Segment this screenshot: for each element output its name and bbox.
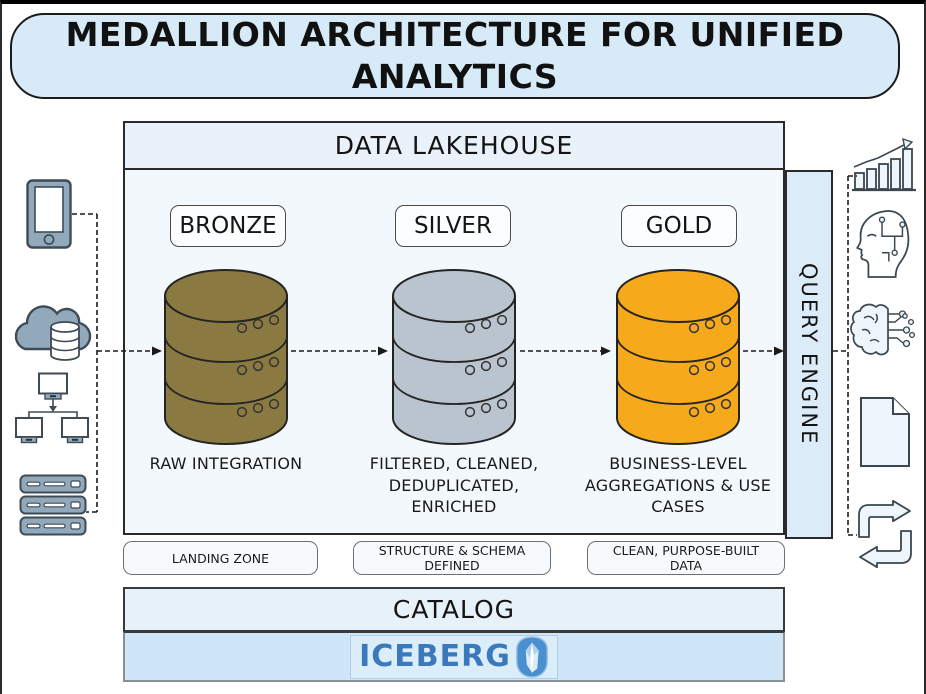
gold-description: BUSINESS-LEVEL AGGREGATIONS & USE CASES (584, 454, 772, 517)
page-title: MEDALLION ARCHITECTURE FOR UNIFIED ANALY… (65, 14, 845, 96)
bronze-label: BRONZE (170, 205, 286, 247)
tablet-icon (26, 179, 72, 249)
query-engine-bar: QUERY ENGINE (785, 170, 833, 539)
silver-description: FILTERED, CLEANED, DEDUPLICATED, ENRICHE… (369, 454, 539, 517)
computer-network-icon (14, 372, 90, 454)
gold-database-cylinder (614, 266, 742, 448)
query-engine-label: QUERY ENGINE (797, 263, 821, 446)
bar-chart-growth-icon (852, 137, 916, 195)
bronze-description: RAW INTEGRATION (149, 454, 303, 473)
silver-database-cylinder (390, 266, 518, 448)
silver-label: SILVER (395, 205, 511, 247)
iceberg-logo: ICEBERG (350, 634, 558, 679)
machine-learning-brain-icon (850, 300, 918, 360)
title-banner: MEDALLION ARCHITECTURE FOR UNIFIED ANALY… (10, 13, 900, 99)
catalog-bar: CATALOG (123, 587, 785, 632)
gold-label: GOLD (621, 205, 737, 247)
catalog-engine-bar: ICEBERG (123, 632, 785, 682)
structure-schema-pill: STRUCTURE & SCHEMA DEFINED (353, 541, 551, 575)
landing-zone-pill: LANDING ZONE (123, 541, 318, 575)
cloud-database-icon (9, 287, 93, 363)
sources-to-lakehouse-connector (72, 213, 98, 513)
server-stack-icon (19, 474, 87, 538)
document-icon (859, 396, 911, 468)
ai-head-icon (851, 209, 915, 279)
data-lakehouse-header: DATA LAKEHOUSE (125, 123, 783, 170)
iceberg-wordmark: ICEBERG (359, 639, 511, 674)
iceberg-icon (515, 635, 549, 678)
sync-arrows-icon (853, 500, 917, 568)
bronze-database-cylinder (162, 266, 290, 448)
purpose-built-pill: CLEAN, PURPOSE-BUILT DATA (587, 541, 785, 575)
